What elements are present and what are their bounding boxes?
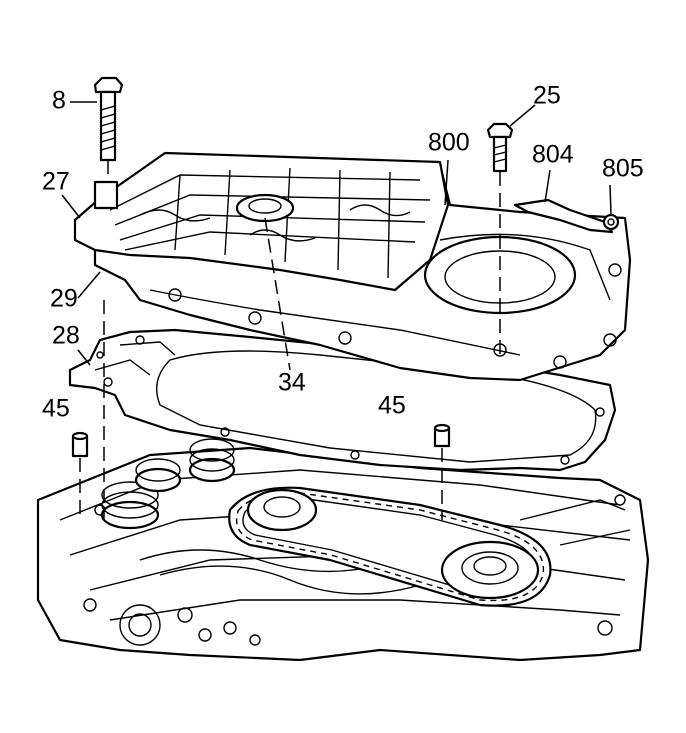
bolt-805 bbox=[602, 213, 620, 231]
callout-804: 804 bbox=[532, 141, 574, 169]
accumulator-springs bbox=[100, 438, 236, 530]
callout-45-left: 45 bbox=[42, 395, 70, 423]
dowel-pin-45-left bbox=[71, 431, 89, 458]
callout-800: 800 bbox=[428, 129, 470, 157]
callout-28: 28 bbox=[52, 322, 80, 350]
callout-45-right: 45 bbox=[378, 392, 406, 420]
bolt-25 bbox=[486, 122, 514, 173]
bolt-8 bbox=[93, 76, 124, 162]
alignment-lines bbox=[79, 160, 501, 520]
leader-lines bbox=[61, 101, 612, 366]
callout-labels: 8 25 800 804 805 27 29 28 34 45 45 bbox=[42, 82, 644, 423]
callout-805: 805 bbox=[602, 155, 644, 183]
drive-chain bbox=[228, 486, 552, 607]
callout-29: 29 bbox=[50, 285, 78, 313]
callout-27: 27 bbox=[42, 168, 70, 196]
dowel-pin-45-right bbox=[433, 423, 451, 448]
callout-34: 34 bbox=[278, 369, 306, 397]
callout-25: 25 bbox=[533, 82, 561, 110]
callout-8: 8 bbox=[52, 87, 66, 115]
bracket-804 bbox=[513, 198, 614, 234]
valve-body-cover-800 bbox=[73, 151, 632, 382]
